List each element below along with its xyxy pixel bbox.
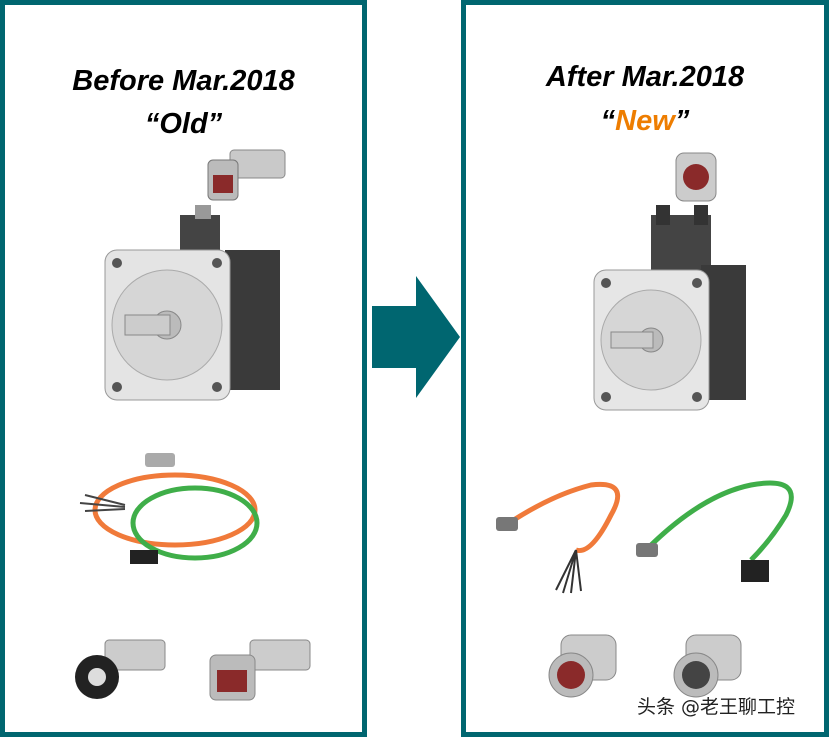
new-connectors-image: [548, 634, 742, 698]
new-motor-image: [593, 205, 746, 411]
new-straight-connector-image: [675, 152, 717, 202]
old-angled-connector-image: [207, 149, 286, 201]
new-power-cable-image: [496, 481, 621, 594]
quote-close: ”: [674, 105, 690, 137]
old-panel: Before Mar.2018 “Old”: [0, 0, 367, 737]
new-label: New: [615, 105, 675, 137]
old-connectors-image: [75, 639, 311, 701]
old-motor-image: [104, 205, 280, 401]
new-subtitle: “New”: [466, 105, 824, 138]
old-cables-image: [79, 453, 260, 564]
arrow-right-icon: [372, 276, 460, 398]
old-subtitle: “Old”: [144, 108, 223, 140]
new-panel: After Mar.2018 “New”: [461, 0, 829, 737]
watermark: 头条 @老王聊工控: [637, 696, 796, 718]
quote-open: “: [600, 105, 616, 137]
new-title: After Mar.2018: [545, 61, 745, 93]
new-signal-cable-image: [636, 480, 794, 582]
old-title: Before Mar.2018: [72, 65, 295, 97]
